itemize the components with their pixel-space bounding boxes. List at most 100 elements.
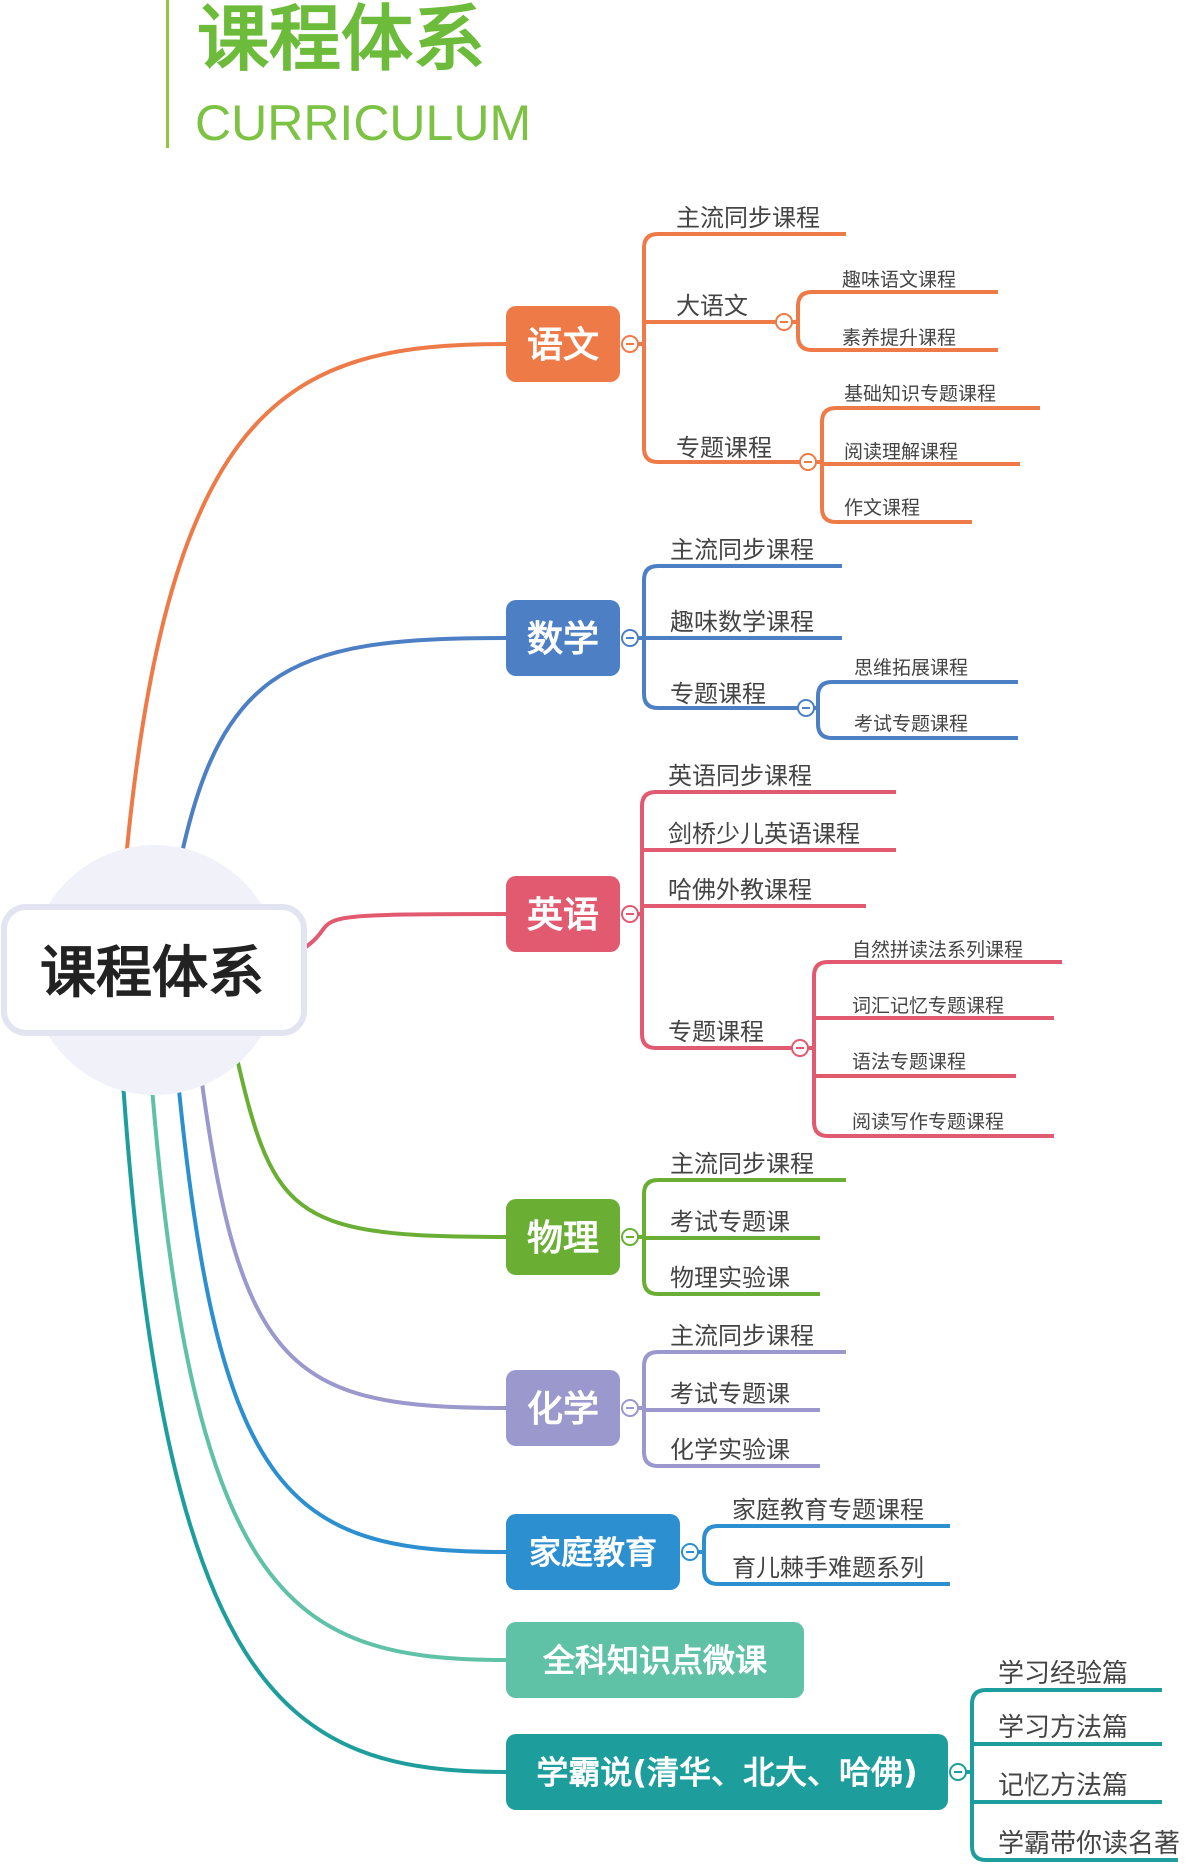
page-title: 课程体系 xyxy=(197,0,485,81)
connector-0 xyxy=(120,342,507,906)
sub-course-item[interactable]: 自然拼读法系列课程 xyxy=(852,939,1023,961)
branch-label-1: 数学 xyxy=(527,618,599,660)
sub-0-1-bracket-line xyxy=(796,335,998,352)
connector-3 xyxy=(230,1035,507,1239)
collapse-toggle-5[interactable] xyxy=(681,1543,699,1561)
course-item[interactable]: 学习方法篇 xyxy=(998,1713,1128,1743)
sub-0-1-bracket-line xyxy=(796,290,998,307)
branch-node-4[interactable] xyxy=(506,1370,620,1446)
branch-4-bracket-line xyxy=(642,1451,820,1468)
course-item[interactable]: 剑桥少儿英语课程 xyxy=(668,820,860,848)
sub-2-3-bracket-line xyxy=(812,960,1062,977)
branch-1-bracket-line xyxy=(642,564,842,581)
branch-label-5: 家庭教育 xyxy=(529,1534,657,1572)
course-item[interactable]: 家庭教育专题课程 xyxy=(732,1496,924,1524)
course-item[interactable]: 大语文 xyxy=(676,292,748,320)
branch-label-0: 语文 xyxy=(527,325,599,366)
sub-course-item[interactable]: 语法专题课程 xyxy=(852,1051,966,1073)
branch-label-3: 物理 xyxy=(527,1218,599,1259)
page-subtitle: CURRICULUM xyxy=(195,95,531,151)
sub-course-item[interactable]: 素养提升课程 xyxy=(842,327,956,349)
branch-node-1[interactable] xyxy=(506,600,620,676)
course-item[interactable]: 英语同步课程 xyxy=(668,762,812,790)
branch-node-2[interactable] xyxy=(506,876,620,952)
branch-node-6[interactable] xyxy=(506,1622,804,1698)
course-item[interactable]: 考试专题课 xyxy=(670,1208,790,1236)
collapse-toggle-0-2[interactable] xyxy=(799,453,817,471)
course-item[interactable]: 主流同步课程 xyxy=(670,1322,814,1350)
connector-7 xyxy=(118,1035,507,1774)
collapse-toggle-4[interactable] xyxy=(621,1399,639,1417)
course-item[interactable]: 学习经验篇 xyxy=(998,1659,1128,1689)
branch-5-bracket-line xyxy=(702,1524,950,1541)
course-item[interactable]: 趣味数学课程 xyxy=(670,608,814,636)
course-item[interactable]: 育儿棘手难题系列 xyxy=(732,1554,924,1582)
root-node: 课程体系 xyxy=(1,845,307,1095)
sub-course-item[interactable]: 思维拓展课程 xyxy=(854,657,968,679)
sub-1-2-bracket-line xyxy=(816,723,1018,740)
branch-1-bracket-line xyxy=(642,693,798,710)
course-item[interactable]: 主流同步课程 xyxy=(670,536,814,564)
branch-label-7: 学霸说(清华、北大、哈佛) xyxy=(536,1754,917,1792)
branch-3-bracket-line xyxy=(642,1279,820,1296)
collapse-toggle-7[interactable] xyxy=(949,1763,967,1781)
course-item[interactable]: 考试专题课 xyxy=(670,1380,790,1408)
collapse-toggle-1[interactable] xyxy=(621,629,639,647)
branch-node-7[interactable] xyxy=(506,1734,948,1810)
header-accent-line xyxy=(166,0,169,148)
sub-0-2-bracket-line xyxy=(820,507,972,524)
sub-course-item[interactable]: 考试专题课程 xyxy=(854,713,968,735)
branch-0-bracket-line xyxy=(642,232,846,249)
branch-layer: 语文主流同步课程大语文趣味语文课程素养提升课程专题课程基础知识专题课程阅读理解课… xyxy=(506,204,1180,1862)
course-item[interactable]: 化学实验课 xyxy=(670,1436,790,1464)
sub-1-2-bracket-line xyxy=(816,680,1018,697)
sub-course-item[interactable]: 阅读写作专题课程 xyxy=(852,1111,1004,1133)
branch-node-5[interactable] xyxy=(506,1514,680,1590)
course-item[interactable]: 专题课程 xyxy=(670,680,766,708)
course-item[interactable]: 记忆方法篇 xyxy=(998,1771,1128,1801)
collapse-toggle-0-1[interactable] xyxy=(775,313,793,331)
connector-4 xyxy=(194,1035,507,1410)
sub-course-item[interactable]: 阅读理解课程 xyxy=(844,441,958,463)
connector-6 xyxy=(146,1035,507,1662)
branch-label-4: 化学 xyxy=(527,1388,599,1430)
branch-0-bracket-line xyxy=(642,447,800,464)
sub-course-item[interactable]: 作文课程 xyxy=(844,497,920,519)
branch-2: 英语英语同步课程剑桥少儿英语课程哈佛外教课程专题课程自然拼读法系列课程词汇记忆专… xyxy=(506,762,1062,1138)
course-item[interactable]: 专题课程 xyxy=(676,434,772,462)
sub-course-item[interactable]: 基础知识专题课程 xyxy=(844,383,996,405)
collapse-toggle-0[interactable] xyxy=(621,335,639,353)
connector-5 xyxy=(172,1035,507,1554)
course-item[interactable]: 哈佛外教课程 xyxy=(668,876,812,904)
connector-2 xyxy=(304,912,507,949)
collapse-toggle-1-2[interactable] xyxy=(797,699,815,717)
branch-2-bracket-line xyxy=(640,790,896,807)
branch-node-0[interactable] xyxy=(506,306,620,382)
branch-node-3[interactable] xyxy=(506,1199,620,1275)
branch-4-bracket-line xyxy=(642,1350,846,1367)
branch-7-bracket-line xyxy=(970,1688,1162,1705)
course-item[interactable]: 专题课程 xyxy=(668,1018,764,1046)
root-box xyxy=(1,904,307,1036)
course-item[interactable]: 主流同步课程 xyxy=(676,204,820,232)
course-item[interactable]: 主流同步课程 xyxy=(670,1150,814,1178)
sub-course-item[interactable]: 趣味语文课程 xyxy=(842,269,956,291)
collapse-toggle-2[interactable] xyxy=(621,905,639,923)
course-item[interactable]: 物理实验课 xyxy=(670,1264,790,1292)
branch-7-bracket-line xyxy=(970,1845,1178,1862)
collapse-toggle-3[interactable] xyxy=(621,1228,639,1246)
sub-course-item[interactable]: 词汇记忆专题课程 xyxy=(852,995,1004,1017)
course-item[interactable]: 学霸带你读名著 xyxy=(998,1829,1180,1859)
sub-2-3-bracket-line xyxy=(812,1121,1054,1138)
branch-label-6: 全科知识点微课 xyxy=(542,1642,768,1680)
connector-1 xyxy=(170,636,507,906)
collapse-toggle-2-3[interactable] xyxy=(791,1039,809,1057)
sub-0-2-bracket-line xyxy=(820,406,1040,423)
